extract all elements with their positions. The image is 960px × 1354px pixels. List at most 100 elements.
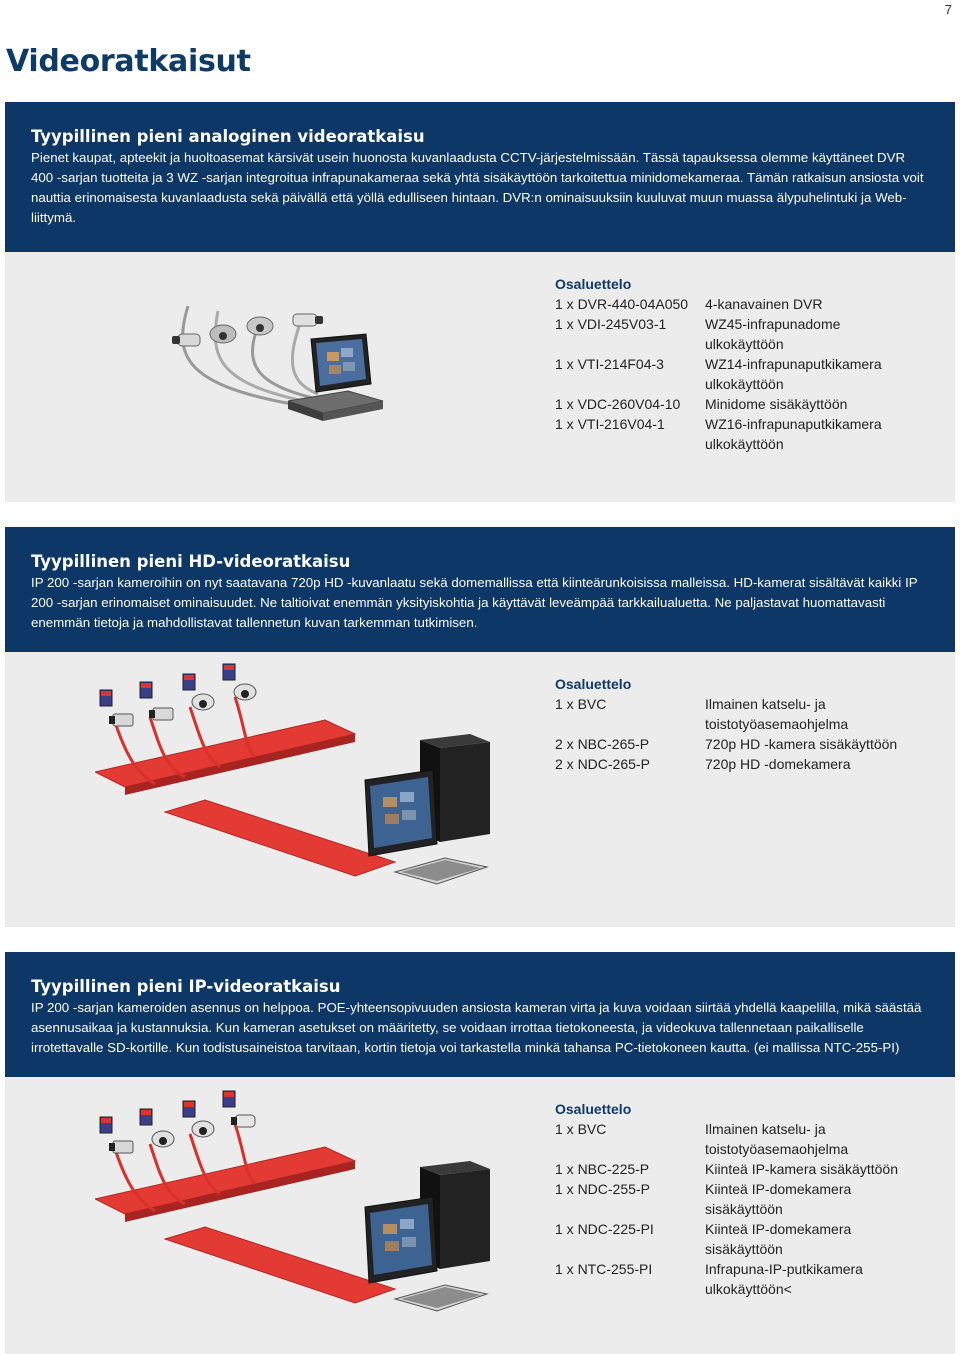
part-description: Kiinteä IP-domekamera sisäkäyttöön [705,1221,852,1257]
parts-list-title: Osaluettelo [555,276,632,292]
part-description: Ilmainen katselu- ja toistotyöasemaohjel… [705,696,849,732]
dome-camera-icon [233,683,257,701]
section-heading: Tyypillinen pieni analoginen videoratkai… [31,127,425,146]
section-heading: Tyypillinen pieni IP-videoratkaisu [31,977,341,996]
tube-camera-icon [172,333,201,347]
part-item: 1 x VDI-245V03-1 [555,316,667,332]
cable [233,696,257,759]
section-hd-intro: Tyypillinen pieni HD-videoratkaisu IP 20… [5,527,955,652]
dome-camera-icon [209,324,237,344]
section-paragraph: IP 200 -sarjan kameroihin on nyt saatava… [31,575,918,630]
part-description: WZ16-infrapunaputkikamera ulkokäyttöön [705,416,882,452]
parts-list-title: Osaluettelo [555,676,632,692]
sd-card-icon [99,1116,113,1134]
monitor-icon [364,769,438,857]
dome-camera-icon [191,693,215,711]
cable [113,1148,156,1213]
monitor-icon [364,1196,438,1284]
section-hd-content: Osaluettelo 1 x BVC Ilmainen katselu- ja… [5,652,955,927]
keyboard-icon [393,1284,489,1312]
parts-row: 1 x BVC Ilmainen katselu- ja toistotyöas… [555,694,920,734]
parts-table: 1 x DVR-440-04A050 4-kanavainen DVR 1 x … [555,294,920,454]
parts-row: 1 x VDI-245V03-1 WZ45-infrapunadome ulko… [555,314,920,354]
part-description: Kiinteä IP-kamera sisäkäyttöön [705,1161,898,1177]
parts-list: Osaluettelo 1 x BVC Ilmainen katselu- ja… [555,674,920,774]
section-heading: Tyypillinen pieni HD-videoratkaisu [31,552,351,571]
cable [148,716,186,779]
sd-card-icon [222,663,236,681]
hd-system-illustration [95,663,490,885]
ip-system-illustration [95,1090,490,1312]
part-description: Infrapuna-IP-putkikamera ulkokäyttöön< [705,1261,863,1297]
analog-system-illustration [172,305,384,421]
cable [113,721,156,786]
keyboard-icon [393,857,489,885]
cable [188,706,221,769]
part-item: 1 x NTC-255-PI [555,1261,653,1277]
parts-row: 1 x DVR-440-04A050 4-kanavainen DVR [555,294,920,314]
parts-row: 1 x NTC-255-PI Infrapuna-IP-putkikamera … [555,1259,920,1299]
box-camera-icon [109,713,134,727]
part-item: 1 x NDC-225-PI [555,1221,654,1237]
cable [148,1143,186,1206]
page-title: Videoratkaisut [6,44,251,79]
part-item: 1 x VTI-216V04-1 [555,416,665,432]
box-camera-icon [109,1140,134,1154]
tube-camera-icon [292,313,323,327]
section-paragraph: IP 200 -sarjan kameroiden asennus on hel… [31,1000,922,1055]
part-description: WZ14-infrapunaputkikamera ulkokäyttöön [705,356,882,392]
parts-table: 1 x BVC Ilmainen katselu- ja toistotyöas… [555,1119,920,1299]
parts-row: 1 x NDC-225-PI Kiinteä IP-domekamera sis… [555,1219,920,1259]
part-description: WZ45-infrapunadome ulkokäyttöön [705,316,841,352]
sd-card-icon [139,1108,153,1126]
section-ip-content: Osaluettelo 1 x BVC Ilmainen katselu- ja… [5,1077,955,1354]
part-item: 1 x VTI-214F04-3 [555,356,664,372]
cable [251,325,314,400]
part-description: Kiinteä IP-domekamera sisäkäyttöön [705,1181,852,1217]
cable [233,1123,257,1186]
part-description: Ilmainen katselu- ja toistotyöasemaohjel… [705,1121,849,1157]
parts-row: 1 x BVC Ilmainen katselu- ja toistotyöas… [555,1119,920,1159]
network-track [95,1146,357,1215]
dome-camera-icon [191,1120,215,1138]
part-item: 1 x BVC [555,696,607,712]
section-ip-intro: Tyypillinen pieni IP-videoratkaisu IP 20… [5,952,955,1077]
parts-row: 1 x VTI-214F04-3 WZ14-infrapunaputkikame… [555,354,920,394]
dvr-recorder-icon [287,390,384,421]
parts-list: Osaluettelo 1 x BVC Ilmainen katselu- ja… [555,1099,920,1299]
part-description: Minidome sisäkäyttöön [705,396,848,412]
part-item: 2 x NDC-265-P [555,756,650,772]
parts-list-title: Osaluettelo [555,1101,632,1117]
dome-camera-icon [246,316,274,336]
sd-card-icon [139,681,153,699]
network-track [95,719,357,788]
parts-table: 1 x BVC Ilmainen katselu- ja toistotyöas… [555,694,920,774]
parts-row: 1 x NBC-225-P Kiinteä IP-kamera sisäkäyt… [555,1159,920,1179]
parts-row: 1 x NDC-255-P Kiinteä IP-domekamera sisä… [555,1179,920,1219]
parts-row: 1 x VDC-260V04-10 Minidome sisäkäyttöön [555,394,920,414]
monitor-icon [310,333,372,393]
page-number: 7 [944,2,952,17]
cable [188,1133,221,1196]
parts-list: Osaluettelo 1 x DVR-440-04A050 4-kanavai… [555,274,920,454]
network-track [163,1226,397,1304]
tube-camera-icon [231,1114,256,1128]
section-analog-intro: Tyypillinen pieni analoginen videoratkai… [5,102,955,252]
box-camera-icon [149,707,174,721]
sd-card-icon [99,689,113,707]
part-item: 1 x NDC-255-P [555,1181,650,1197]
section-analog-content: Osaluettelo 1 x DVR-440-04A050 4-kanavai… [5,252,955,502]
part-item: 1 x VDC-260V04-10 [555,396,681,412]
parts-row: 2 x NDC-265-P 720p HD -domekamera [555,754,920,774]
dome-camera-icon [151,1130,175,1148]
part-description: 720p HD -domekamera [705,756,851,772]
parts-row: 1 x VTI-216V04-1 WZ16-infrapunaputkikame… [555,414,920,454]
part-item: 1 x NBC-225-P [555,1161,650,1177]
cable [181,305,304,408]
network-track [163,799,397,877]
part-description: 720p HD -kamera sisäkäyttöön [705,736,898,752]
part-item: 2 x NBC-265-P [555,736,650,752]
sd-card-icon [182,673,196,691]
part-item: 1 x DVR-440-04A050 [555,296,689,312]
sd-card-icon [222,1090,236,1108]
